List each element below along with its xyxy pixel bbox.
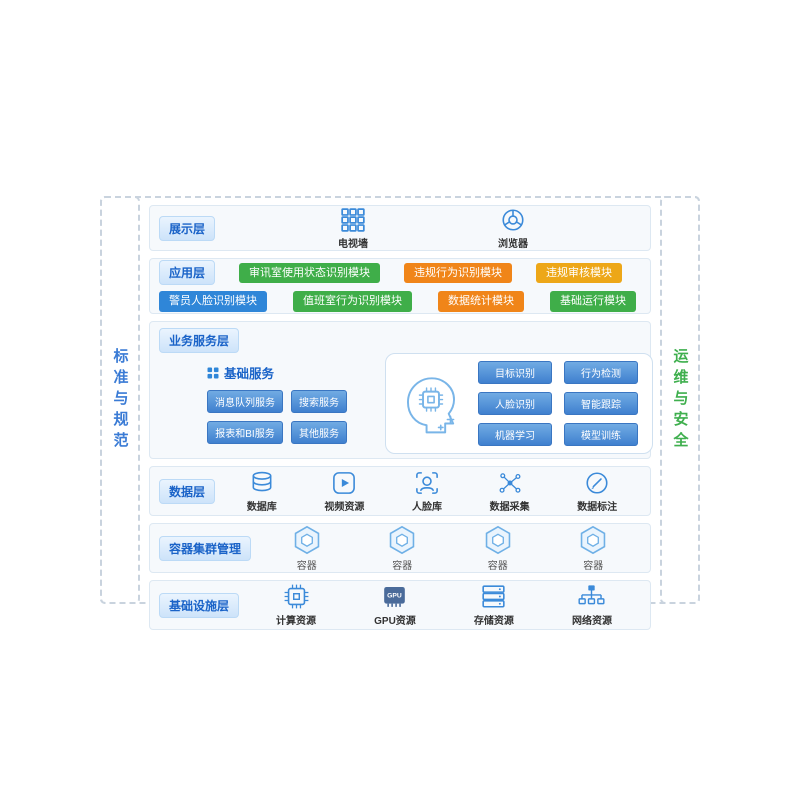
business-service-layer: 业务服务层 基础服务 消息队列服务 搜索服务 报表和BI服务 其他服务 [149, 321, 653, 459]
data-collect-caption: 数据采集 [489, 501, 530, 513]
data-annotate-caption: 数据标注 [577, 501, 618, 513]
module-chip: 基础运行模块 [550, 291, 636, 312]
gpu-resource-caption: GPU资源 [374, 616, 416, 627]
presentation-layer: 展示层 电视墙 浏览器 [149, 205, 651, 251]
module-chip: 警员人脸识别模块 [159, 291, 267, 312]
storage-icon [482, 585, 505, 608]
infrastructure-items: 计算资源 GPU GPU资源 [247, 583, 641, 627]
ai-service-button: 智能跟踪 [564, 392, 638, 415]
ai-service-button: 模型训练 [564, 423, 638, 446]
service-button: 其他服务 [291, 421, 347, 444]
compute-resource-item: 计算资源 [276, 583, 316, 627]
data-collect-item: 数据采集 [490, 470, 530, 513]
module-chip: 数据统计模块 [438, 291, 524, 312]
business-layer-badge: 业务服务层 [159, 328, 240, 353]
operations-label: 运维与安全 [671, 347, 689, 453]
storage-resource-caption: 存储资源 [473, 616, 514, 627]
browser-icon [502, 208, 524, 231]
architecture-diagram: 标准与规范 展示层 电视墙 [100, 196, 700, 630]
basic-services-block: 基础服务 消息队列服务 搜索服务 报表和BI服务 其他服务 [207, 363, 347, 444]
container-caption: 容器 [487, 560, 508, 572]
data-collect-icon [499, 472, 521, 493]
container-item: 容器 [578, 525, 608, 572]
application-row-2: 警员人脸识别模块 值班室行为识别模块 数据统计模块 基础运行模块 [159, 291, 641, 312]
network-icon [578, 585, 605, 605]
basic-services-grid: 消息队列服务 搜索服务 报表和BI服务 其他服务 [207, 390, 347, 444]
video-caption: 视频资源 [324, 501, 365, 513]
ai-service-button: 人脸识别 [478, 392, 552, 415]
network-resource-caption: 网络资源 [571, 616, 612, 627]
browser-item: 浏览器 [498, 207, 528, 250]
data-items: 数据库 视频资源 [223, 470, 641, 513]
container-caption: 容器 [583, 560, 604, 572]
gpu-icon-text: GPU [388, 593, 403, 600]
container-item: 容器 [387, 525, 417, 572]
database-item: 数据库 [247, 470, 277, 513]
tv-wall-item: 电视墙 [338, 207, 368, 250]
face-library-caption: 人脸库 [412, 501, 442, 513]
container-cluster-layer: 容器集群管理 容器 容器 [149, 523, 651, 573]
database-caption: 数据库 [246, 501, 277, 513]
service-button: 报表和BI服务 [207, 421, 283, 444]
basic-services-title-row: 基础服务 [207, 363, 347, 382]
tv-wall-caption: 电视墙 [338, 238, 368, 250]
business-content: 基础服务 消息队列服务 搜索服务 报表和BI服务 其他服务 [159, 353, 653, 454]
data-annotate-item: 数据标注 [577, 470, 617, 513]
face-library-icon [416, 471, 438, 494]
layers-column: 展示层 电视墙 浏览器 [140, 198, 660, 630]
infrastructure-layer: 基础设施层 计算资源 GPU GPU资源 [149, 580, 651, 630]
ai-service-button: 机器学习 [478, 423, 552, 446]
cpu-icon [284, 584, 308, 609]
module-chip: 审讯室使用状态识别模块 [239, 262, 381, 283]
presentation-layer-badge: 展示层 [159, 215, 216, 241]
data-layer: 数据层 数据库 视频资源 [149, 466, 651, 516]
service-button: 搜索服务 [291, 390, 347, 413]
browser-caption: 浏览器 [498, 238, 528, 250]
grid-icon [207, 367, 219, 378]
network-resource-item: 网络资源 [572, 583, 612, 627]
gpu-icon: GPU [384, 586, 406, 607]
container-item: 容器 [292, 525, 322, 572]
module-chip: 值班室行为识别模块 [293, 291, 412, 312]
ai-services-panel: 目标识别 行为检测 人脸识别 智能跟踪 机器学习 模型训练 [385, 353, 653, 454]
container-hexagon-icon [389, 525, 415, 554]
face-library-item: 人脸库 [412, 470, 442, 513]
infrastructure-layer-badge: 基础设施层 [159, 592, 240, 618]
presentation-items: 电视墙 浏览器 [225, 207, 641, 250]
storage-resource-item: 存储资源 [474, 583, 514, 627]
container-items: 容器 容器 容器 [259, 525, 641, 572]
container-layer-badge: 容器集群管理 [159, 535, 252, 561]
container-caption: 容器 [296, 560, 317, 572]
database-icon [252, 471, 272, 491]
container-item: 容器 [483, 525, 513, 572]
operations-panel: 运维与安全 [660, 196, 700, 604]
video-item: 视频资源 [324, 470, 364, 513]
data-annotate-icon [586, 471, 608, 494]
basic-services-title: 基础服务 [224, 367, 275, 381]
module-chip: 违规审核模块 [536, 262, 623, 283]
video-icon [333, 471, 356, 494]
compute-resource-caption: 计算资源 [276, 616, 317, 627]
standards-panel: 标准与规范 [100, 196, 140, 604]
container-hexagon-icon [485, 525, 510, 554]
ai-head-icon [406, 376, 456, 433]
data-layer-badge: 数据层 [159, 478, 216, 504]
standards-label: 标准与规范 [111, 347, 129, 453]
ai-services-grid: 目标识别 行为检测 人脸识别 智能跟踪 机器学习 模型训练 [478, 361, 638, 446]
application-row-1: 应用层 审讯室使用状态识别模块 违规行为识别模块 违规审核模块 [159, 260, 641, 286]
ai-service-button: 目标识别 [478, 361, 552, 384]
application-layer-badge: 应用层 [159, 260, 216, 286]
ai-service-button: 行为检测 [564, 361, 638, 384]
module-chip: 违规行为识别模块 [404, 262, 513, 283]
container-caption: 容器 [392, 560, 413, 572]
container-hexagon-icon [580, 525, 606, 554]
gpu-resource-item: GPU GPU资源 [374, 583, 416, 627]
application-layer: 应用层 审讯室使用状态识别模块 违规行为识别模块 违规审核模块 警员人脸识别模块… [149, 258, 651, 314]
service-button: 消息队列服务 [207, 390, 283, 413]
container-hexagon-icon [294, 525, 320, 554]
tv-wall-icon [341, 207, 365, 232]
